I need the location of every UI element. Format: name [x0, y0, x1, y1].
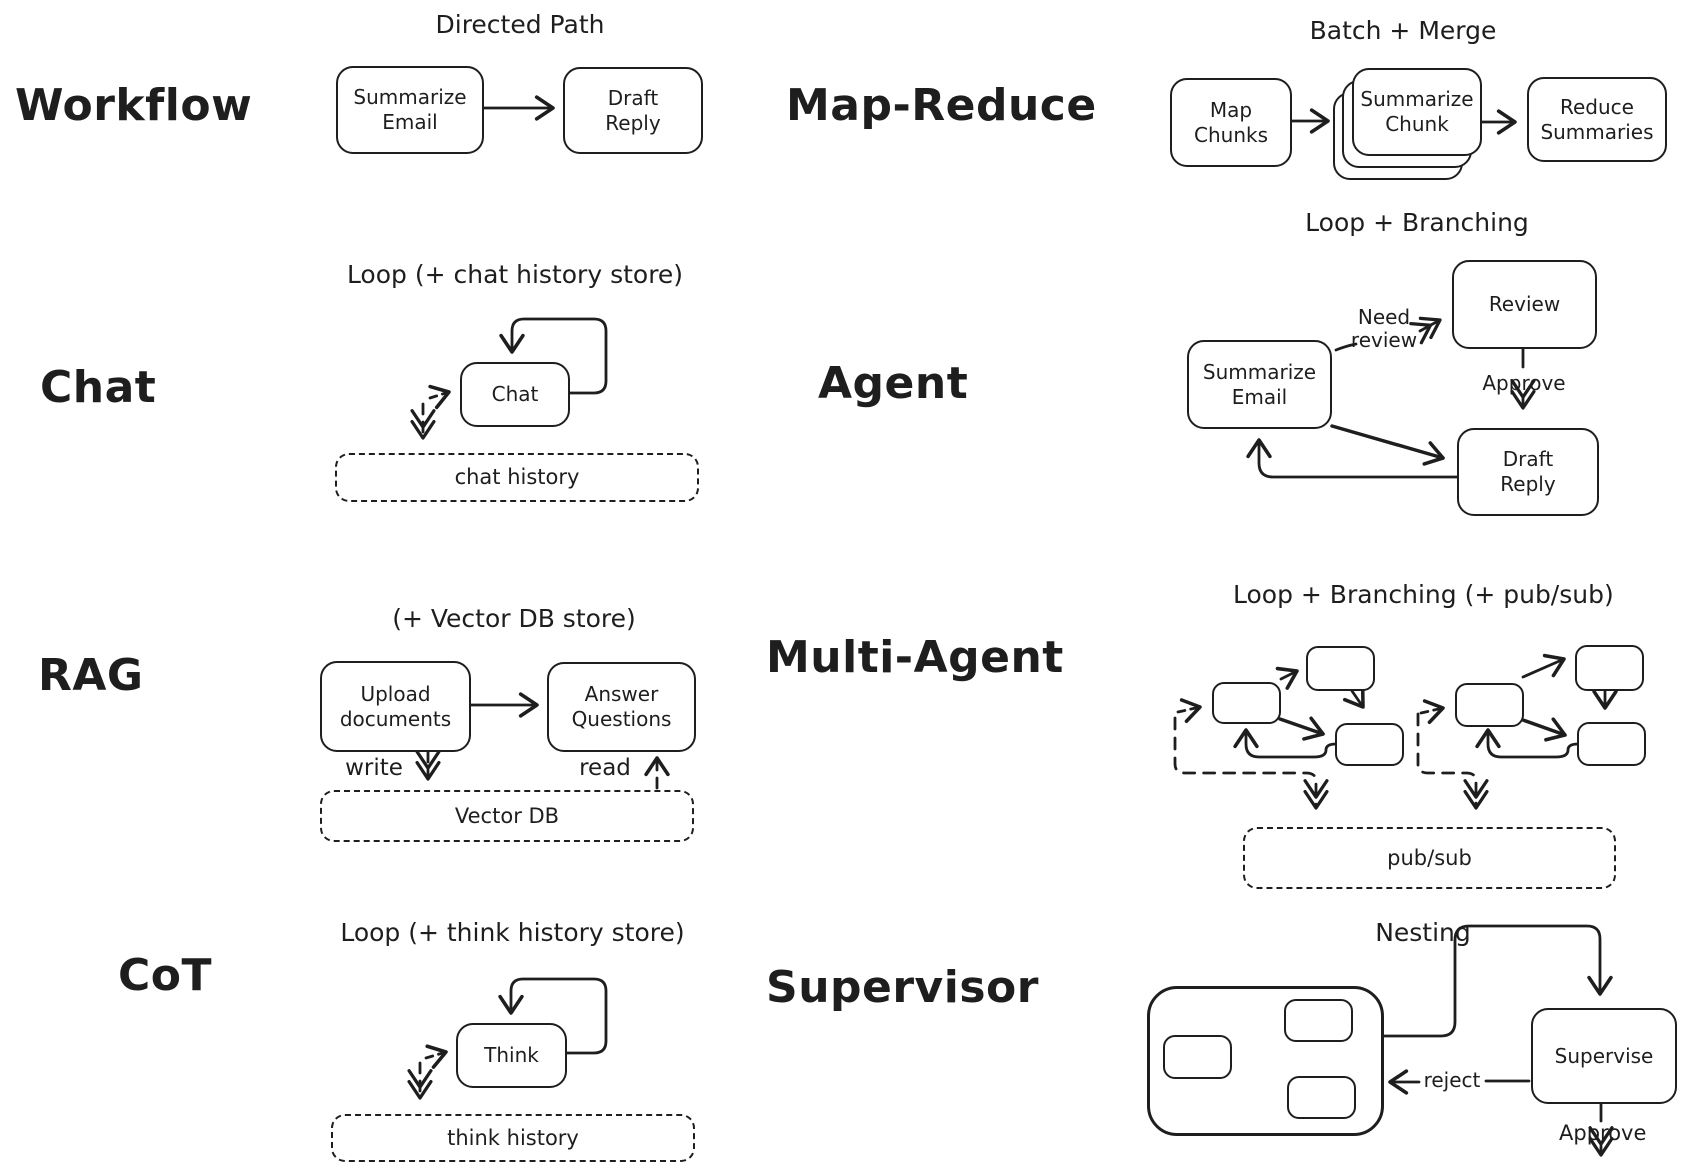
- multi-agent-r-branch-arrow: [1521, 653, 1566, 679]
- multi-agent-r-entry-arrow: [1419, 699, 1445, 725]
- chat-history-store: chat history: [335, 453, 699, 502]
- supervisor-inner-bottom-node: [1287, 1076, 1356, 1119]
- workflow-section-label: Workflow: [15, 80, 253, 131]
- agent-need-review-label: Need review: [1350, 305, 1418, 352]
- multi-agent-r-main-arrow: [1521, 717, 1567, 742]
- cot-pattern-title: Loop (+ think history store): [340, 918, 685, 947]
- agent-approve-label: Approve: [1482, 371, 1566, 395]
- map-reduce-map-chunks-node: Map Chunks: [1170, 78, 1292, 167]
- multi-agent-pub-sub-store: pub/sub: [1243, 827, 1616, 889]
- supervisor-inner-left-node: [1163, 1035, 1232, 1079]
- multi-agent-pattern-title: Loop + Branching (+ pub/sub): [1233, 580, 1614, 609]
- agent-need-review-tick: [1334, 342, 1358, 352]
- rag-answer-questions-node: Answer Questions: [547, 662, 696, 752]
- map-reduce-section-label: Map-Reduce: [786, 80, 1097, 131]
- multi-agent-l-main-arrow: [1278, 716, 1325, 741]
- supervisor-pattern-title: Nesting: [1375, 918, 1471, 947]
- rag-section-label: RAG: [38, 650, 144, 701]
- chat-chat-node: Chat: [460, 362, 570, 427]
- supervisor-section-label: Supervisor: [766, 962, 1039, 1013]
- rag-write-label: write: [345, 755, 403, 781]
- multi-agent-l-down-arrow: [1342, 685, 1365, 709]
- chat-store-entry-arrow: [428, 384, 451, 410]
- multi-agent-r-return-arrow: [1475, 728, 1580, 759]
- cot-store-entry-arrow: [424, 1044, 448, 1069]
- cot-think-node: Think: [456, 1023, 567, 1088]
- multi-agent-r-left-node: [1455, 683, 1524, 727]
- agent-summarize-email-node: Summarize Email: [1187, 340, 1332, 429]
- multi-agent-l-left-node: [1212, 682, 1281, 724]
- rag-vector-db-store: Vector DB: [320, 790, 694, 842]
- agent-pattern-title: Loop + Branching: [1305, 208, 1529, 237]
- chat-pattern-title: Loop (+ chat history store): [346, 260, 684, 289]
- multi-agent-l-bottom-node: [1335, 723, 1404, 766]
- supervisor-supervise-node: Supervise: [1531, 1008, 1677, 1104]
- multi-agent-l-entry-arrow: [1176, 698, 1202, 724]
- supervisor-approve-label: Approve: [1559, 1121, 1647, 1145]
- workflow-pattern-title: Directed Path: [435, 10, 605, 39]
- supervisor-reject-label: reject: [1423, 1068, 1481, 1092]
- agent-review-node: Review: [1452, 260, 1597, 349]
- agent-need-review-arrow: [1409, 316, 1442, 345]
- supervisor-inner-top-node: [1284, 999, 1353, 1042]
- multi-agent-l-pubsub-connector: [1173, 716, 1329, 810]
- chat-loop-arrow: [499, 317, 608, 395]
- workflow-summarize-email-node: Summarize Email: [336, 66, 484, 154]
- multi-agent-r-top-node: [1575, 645, 1644, 691]
- map-reduce-reduce-summaries-node: Reduce Summaries: [1527, 77, 1667, 162]
- multi-agent-l-return-arrow: [1233, 728, 1338, 759]
- map-reduce-pattern-title: Batch + Merge: [1309, 16, 1497, 45]
- workflow-draft-reply-node: Draft Reply: [563, 67, 703, 154]
- multi-agent-r-bottom-node: [1577, 722, 1646, 766]
- rag-upload-documents-node: Upload documents: [320, 661, 471, 752]
- supervisor-out-connector: [1377, 924, 1613, 1038]
- cot-loop-arrow: [498, 977, 608, 1055]
- agent-section-label: Agent: [818, 358, 969, 409]
- agent-draft-reply-node: Draft Reply: [1457, 428, 1599, 516]
- multi-agent-l-branch-arrow: [1275, 666, 1299, 690]
- map-reduce-summarize-chunk-node: Summarize Chunk: [1352, 68, 1482, 156]
- rag-read-label: read: [579, 755, 631, 781]
- multi-agent-l-top-node: [1306, 646, 1375, 691]
- multi-agent-section-label: Multi-Agent: [766, 632, 1064, 683]
- multi-agent-r-pubsub-connector: [1416, 712, 1489, 810]
- cot-section-label: CoT: [118, 950, 213, 1001]
- chat-section-label: Chat: [40, 362, 157, 413]
- agent-loopback-arrow: [1246, 438, 1459, 479]
- cot-think-history-store: think history: [331, 1114, 695, 1162]
- agent-draft-arrow: [1330, 424, 1445, 466]
- rag-pattern-title: (+ Vector DB store): [392, 604, 636, 633]
